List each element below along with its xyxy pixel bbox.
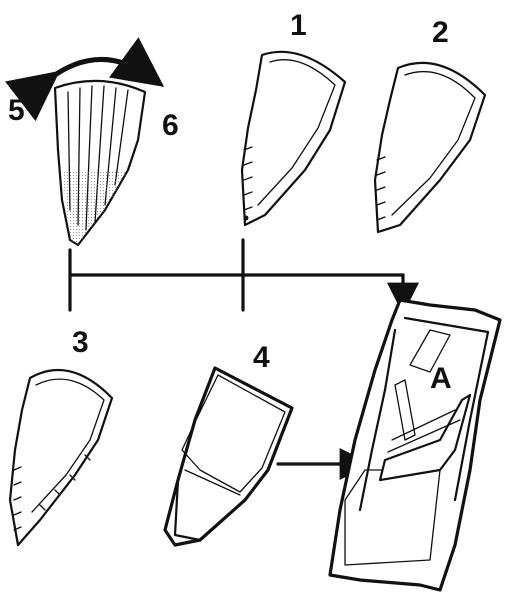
label-4: 4 <box>253 341 270 374</box>
insert-4-grater <box>165 368 292 545</box>
insert-2 <box>375 63 485 232</box>
label-6: 6 <box>162 109 179 142</box>
label-2: 2 <box>432 16 449 49</box>
connector-bracket <box>70 240 403 310</box>
label-1: 1 <box>290 9 307 42</box>
label-a: A <box>430 362 452 395</box>
rotation-arrow <box>48 59 152 80</box>
label-3: 3 <box>72 326 89 359</box>
mandoline-frame-a <box>330 300 500 590</box>
insert-3 <box>10 370 112 545</box>
label-5: 5 <box>8 94 25 127</box>
julienne-insert-shading <box>62 170 128 245</box>
insert-1 <box>242 52 345 225</box>
julienne-insert-rotatable <box>48 59 152 245</box>
